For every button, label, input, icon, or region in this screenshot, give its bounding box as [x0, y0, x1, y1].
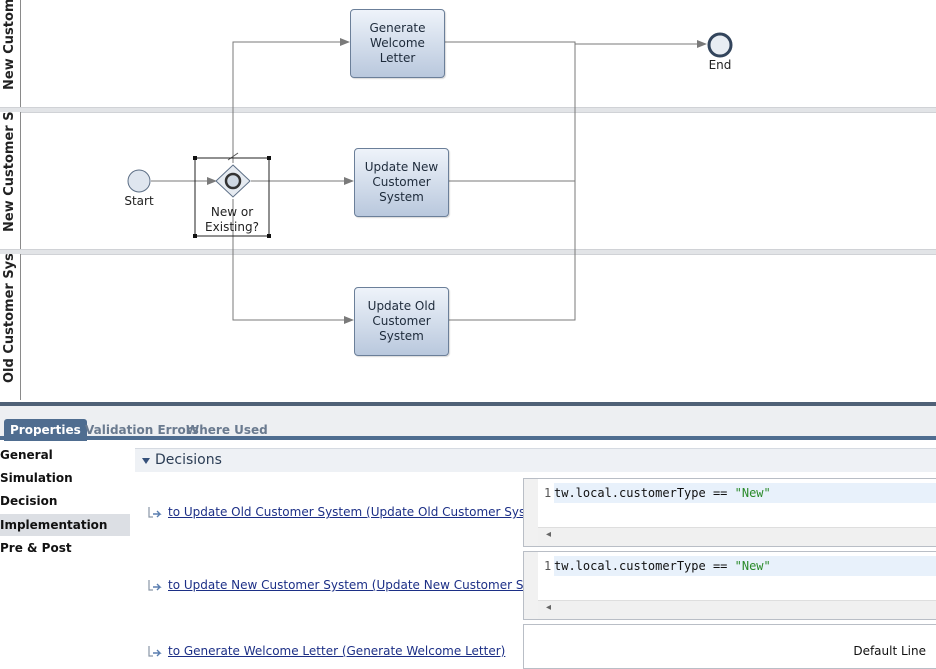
task-label: Generate Welcome Letter — [369, 21, 426, 65]
scroll-left-icon[interactable]: ◂ — [546, 602, 552, 613]
gateway-selection-box — [194, 157, 270, 237]
sidebar-item-general[interactable]: General — [0, 448, 53, 462]
gateway-inner-icon — [224, 172, 242, 190]
sidebar-item-implementation[interactable]: Implementation — [0, 514, 130, 536]
tab-underline — [0, 436, 936, 440]
end-label: End — [708, 58, 732, 72]
gateway-label: New or Existing? — [205, 205, 259, 234]
selection-handles[interactable] — [193, 156, 271, 238]
lane-divider — [0, 249, 936, 255]
default-flow-marker — [227, 152, 239, 161]
condition-editor-old[interactable]: 1 tw.local.customerType == "New" ◂ — [523, 478, 936, 547]
code-string: "New" — [734, 486, 771, 500]
default-line-label: Default Line — [853, 644, 926, 658]
sidebar-item-pre-post[interactable]: Pre & Post — [0, 541, 72, 555]
properties-panel: Properties Validation Errors Where Used … — [0, 402, 936, 669]
default-line-box: Default Line — [523, 624, 936, 669]
end-event[interactable] — [707, 32, 733, 58]
sidebar-item-simulation[interactable]: Simulation — [0, 471, 73, 485]
tab-properties[interactable]: Properties — [4, 419, 87, 441]
flow-gateway-to-welcome[interactable] — [232, 38, 350, 163]
scroll-left-icon[interactable]: ◂ — [546, 529, 552, 540]
line-number: 1 — [544, 559, 552, 573]
code-text: tw.local.customerType == — [554, 559, 735, 573]
editor-horizontal-scrollbar[interactable]: ◂ — [538, 600, 936, 619]
sidebar-item-decision[interactable]: Decision — [0, 494, 58, 508]
line-number: 1 — [544, 486, 552, 500]
code-string: "New" — [734, 559, 771, 573]
decision-link-new-customer[interactable]: to Update New Customer System (Update Ne… — [168, 578, 566, 592]
start-label: Start — [124, 194, 154, 208]
task-label: Update Old Customer System — [367, 299, 436, 343]
panel-tab-bar: Properties Validation Errors Where Used — [0, 402, 936, 441]
tab-where-used[interactable]: Where Used — [186, 423, 268, 437]
task-update-old-customer-system[interactable]: Update Old Customer System — [354, 287, 449, 356]
decisions-section-header[interactable]: Decisions — [135, 448, 936, 472]
code-text: tw.local.customerType == — [554, 486, 735, 500]
start-event[interactable] — [127, 169, 151, 193]
task-label: Update New Customer System — [364, 160, 439, 204]
condition-code[interactable]: tw.local.customerType == "New" — [554, 483, 936, 503]
process-diagram-canvas[interactable]: New Customer Le New Customer System Old … — [0, 0, 936, 402]
flow-arrow-icon — [148, 507, 162, 518]
task-generate-welcome-letter[interactable]: Generate Welcome Letter — [350, 9, 445, 78]
editor-gutter — [524, 552, 538, 619]
decision-link-welcome-letter[interactable]: to Generate Welcome Letter (Generate Wel… — [168, 644, 506, 658]
flow-gateway-to-old[interactable] — [232, 199, 354, 324]
task-update-new-customer-system[interactable]: Update New Customer System — [354, 148, 449, 217]
condition-editor-new[interactable]: 1 tw.local.customerType == "New" ◂ — [523, 551, 936, 620]
tab-validation-errors[interactable]: Validation Errors — [85, 423, 199, 437]
condition-code[interactable]: tw.local.customerType == "New" — [554, 556, 936, 576]
section-title: Decisions — [155, 452, 222, 468]
flow-arrow-icon — [148, 580, 162, 591]
lane-new-customer-letter[interactable]: New Customer Le — [0, 0, 21, 107]
decision-link-old-customer[interactable]: to Update Old Customer System (Update Ol… — [168, 505, 554, 519]
lane-divider — [0, 107, 936, 113]
flow-arrow-icon — [148, 646, 162, 657]
collapse-triangle-icon[interactable] — [142, 458, 150, 464]
editor-gutter — [524, 479, 538, 546]
sequence-flows — [127, 32, 733, 324]
lane-new-customer-system[interactable]: New Customer System — [0, 112, 21, 249]
lane-old-customer-system[interactable]: Old Customer System — [0, 254, 21, 400]
editor-horizontal-scrollbar[interactable]: ◂ — [538, 527, 936, 546]
